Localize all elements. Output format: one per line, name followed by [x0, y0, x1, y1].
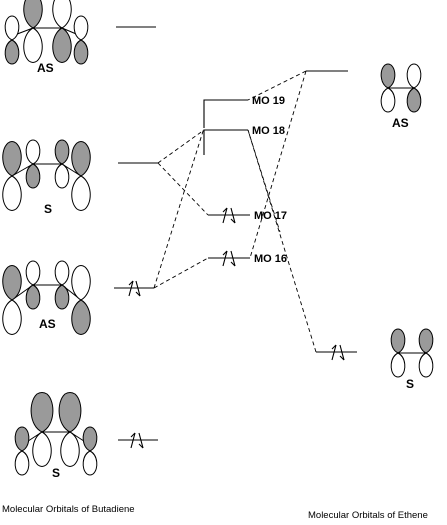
corr-elumo-mo19: [247, 70, 307, 101]
corr-b3-mo18: [157, 129, 205, 164]
electron-pair-mo16: [222, 250, 236, 267]
mo19-level: [203, 99, 248, 128]
butadiene-orbital-1-symmetry: S: [52, 466, 60, 480]
mo19-label: MO 19: [252, 95, 285, 107]
corr-mo18-tail: [247, 129, 281, 233]
corr-b2-mo16: [153, 257, 209, 289]
mo16-label: MO 16: [254, 253, 287, 265]
corr-ehomo-mo18: [247, 129, 317, 353]
butadiene-orbital-4-drawing: [4, 0, 89, 65]
electron-pair-butadiene-2: [128, 280, 141, 297]
butadiene-orbital-3-drawing: [2, 139, 91, 211]
electron-pair-mo17: [222, 207, 236, 224]
corr-elumo-mo16: [249, 70, 307, 259]
ethene-lumo-symmetry: AS: [392, 116, 409, 130]
mo18-label: MO 18: [252, 125, 285, 137]
mo17-label: MO 17: [254, 210, 287, 222]
corr-b3-mo17: [157, 162, 209, 216]
butadiene-orbital-3-symmetry: S: [44, 202, 52, 216]
butadiene-orbital-4-symmetry: AS: [37, 61, 54, 75]
butadiene-orbital-2-symmetry: AS: [39, 317, 56, 331]
butadiene-orbital-1-drawing: [14, 392, 98, 476]
butadiene-caption: Molecular Orbitals of Butadiene: [2, 504, 135, 515]
butadiene-orbital-2-drawing: [2, 260, 91, 335]
ethene-homo-symmetry: S: [406, 377, 414, 391]
ethene-homo-drawing: [390, 328, 434, 378]
ethene-caption: Molecular Orbitals of Ethene: [308, 510, 428, 521]
electron-pair-ethene-homo: [331, 344, 345, 361]
corr-b2-mo19: [153, 127, 205, 289]
electron-pair-butadiene-1: [130, 432, 144, 449]
ethene-lumo-drawing: [380, 63, 422, 113]
mo18-level: [203, 129, 248, 155]
